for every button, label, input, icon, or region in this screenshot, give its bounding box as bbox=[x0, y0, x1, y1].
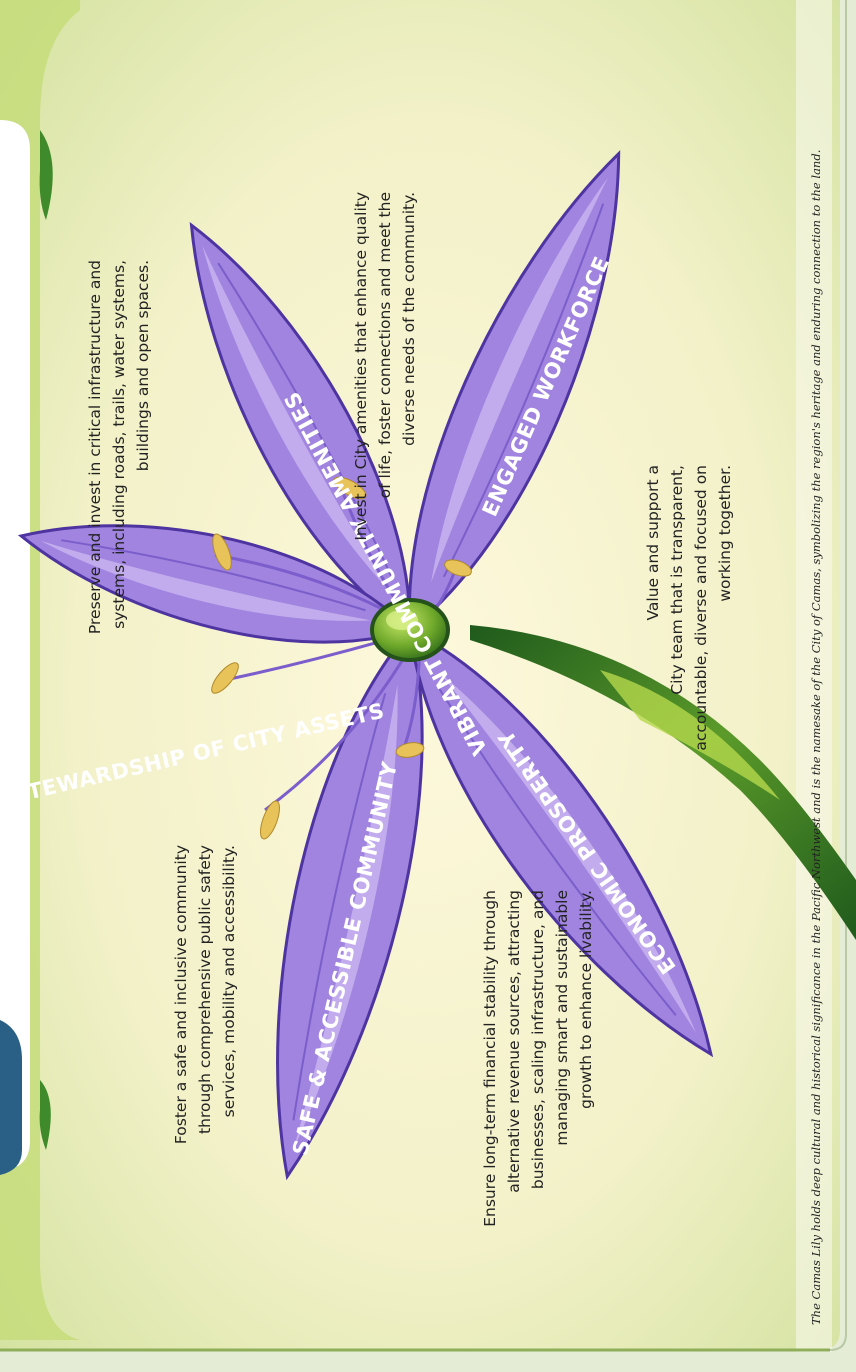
description-vibrant-line-3: diverse needs of the community. bbox=[400, 192, 418, 446]
description-economic-line-4: managing smart and sustainable bbox=[553, 890, 571, 1146]
description-engaged-line-4: working together. bbox=[716, 465, 734, 602]
description-economic-line-5: growth to enhance livability. bbox=[577, 890, 595, 1109]
description-economic-line-2: alternative revenue sources, attracting bbox=[505, 890, 523, 1193]
description-vibrant-line-1: Invest in City amenities that enhance qu… bbox=[352, 192, 370, 541]
description-vibrant-line-2: of life, foster connections and meet the bbox=[376, 192, 394, 498]
description-engaged-line-2: City team that is transparent, bbox=[668, 465, 686, 695]
description-stewardship-line-1: Preserve and invest in critical infrastr… bbox=[86, 260, 104, 634]
description-safe-line-2: through comprehensive public safety bbox=[196, 845, 214, 1134]
description-safe: Foster a safe and inclusive community th… bbox=[172, 845, 238, 1144]
description-stewardship-line-3: buildings and open spaces. bbox=[134, 260, 152, 471]
description-economic-line-3: businesses, scaling infrastructure, and bbox=[529, 890, 547, 1189]
description-economic-line-1: Ensure long-term financial stability thr… bbox=[481, 890, 499, 1227]
footer-caption: The Camas Lily holds deep cultural and h… bbox=[809, 150, 823, 1325]
description-safe-line-3: services, mobility and accessibility. bbox=[220, 845, 238, 1117]
description-engaged-line-3: accountable, diverse and focused on bbox=[692, 465, 710, 751]
description-safe-line-1: Foster a safe and inclusive community bbox=[172, 845, 190, 1144]
description-engaged-line-1: Value and support a bbox=[644, 465, 662, 621]
description-stewardship-line-2: systems, including roads, trails, water … bbox=[110, 260, 128, 629]
